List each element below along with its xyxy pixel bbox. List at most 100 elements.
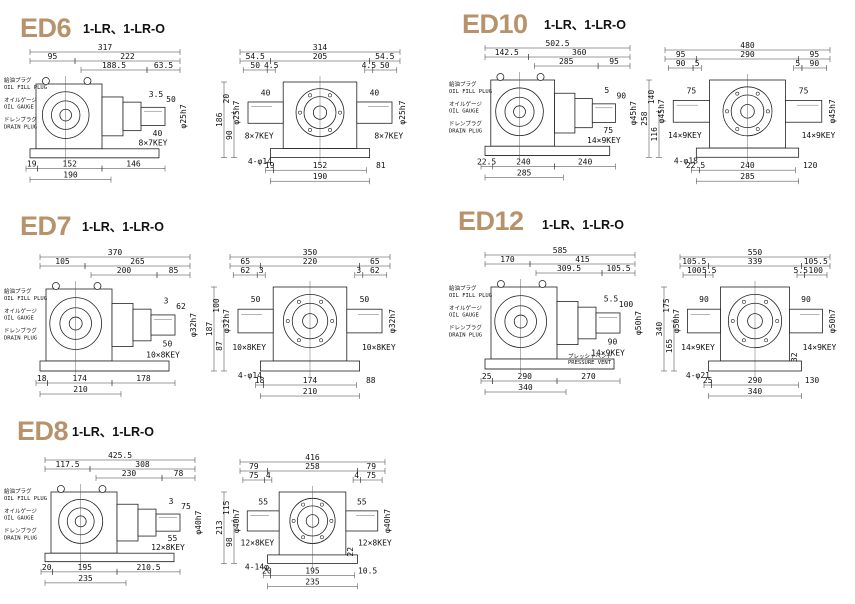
- ed10-title: ED10: [462, 9, 528, 39]
- dimension-label: 32: [790, 352, 799, 362]
- dimension-label: 10×8KEY: [146, 350, 180, 359]
- dimension-label: 174: [73, 374, 88, 383]
- dimension-label: 14×9KEY: [803, 343, 837, 352]
- dimension-label: 40: [261, 88, 271, 97]
- dimension-label: 65: [370, 257, 380, 266]
- dimension-label: 63.5: [154, 61, 173, 70]
- dimension-label: 65: [240, 257, 250, 266]
- dimension-label: 50: [166, 95, 176, 104]
- dimension-label: 4-14φ: [245, 562, 269, 571]
- dimension-label: 75: [687, 87, 697, 96]
- dimension-label: 90: [801, 295, 811, 304]
- dimension-label: 200: [117, 266, 132, 275]
- dimension-label: 130: [805, 376, 820, 385]
- dimension-label: 152: [313, 161, 328, 170]
- dimension-label: 240: [578, 157, 593, 166]
- dimension-label: 120: [803, 161, 818, 170]
- dimension-label: 14×9KEY: [591, 348, 625, 357]
- dimension-label: 22: [346, 547, 355, 557]
- dimension-label: φ45h7: [629, 101, 638, 125]
- dimension-label: 265: [130, 257, 145, 266]
- dimension-label: 340: [518, 383, 533, 392]
- dimension-label: 4-φ21: [686, 371, 710, 380]
- ed10-subtitle: 1-LR、1-LR-O: [544, 18, 626, 32]
- dimension-label: 55: [168, 534, 178, 543]
- ed7-title: ED7: [20, 211, 72, 241]
- ed6-subtitle: 1-LR、1-LR-O: [83, 22, 165, 36]
- dimension-label: 270: [581, 372, 596, 381]
- dimension-label: 95: [676, 50, 686, 59]
- dimension-label: 50: [251, 295, 261, 304]
- dimension-label: 3: [164, 296, 169, 305]
- dimension-label: 100: [687, 266, 702, 275]
- dimension-label: 240: [740, 161, 755, 170]
- dimension-label: 290: [518, 372, 533, 381]
- dimension-label: 235: [78, 574, 93, 583]
- dimension-label: 140: [647, 90, 656, 105]
- dimension-label: 10.5: [358, 566, 377, 575]
- dimension-label: 12×8KEY: [358, 538, 392, 547]
- drain-plug-label-jp: ドレンプラグ: [449, 324, 482, 332]
- dimension-label: 10×8KEY: [232, 343, 266, 352]
- oil-gauge-label-jp: オイルゲージ: [4, 307, 37, 315]
- oil-gauge-label-jp: オイルゲージ: [449, 304, 482, 312]
- dimension-label: 116: [650, 127, 659, 142]
- dimension-label: 308: [135, 460, 150, 469]
- dimension-label: 8×7KEY: [245, 132, 274, 141]
- ed6-title: ED6: [20, 13, 72, 43]
- dimension-label: 285: [517, 168, 532, 177]
- oil-gauge-label-jp: オイルゲージ: [4, 96, 37, 104]
- oil-gauge-label: OIL GAUGE: [449, 109, 479, 115]
- oil-fill-plug-label-jp: 給油プラグ: [4, 487, 32, 495]
- oil-fill-plug-label: OIL FILL PLUG: [449, 89, 492, 95]
- dimension-label: 220: [303, 257, 318, 266]
- dimension-label: 55: [357, 498, 367, 507]
- ed12-subtitle: 1-LR、1-LR-O: [542, 218, 624, 232]
- dimension-label: 5.5: [604, 294, 619, 303]
- dimension-label: 105.5: [682, 257, 706, 266]
- drain-plug-label: DRAIN PLUG: [449, 128, 482, 134]
- dimension-label: 480: [740, 41, 755, 50]
- dimension-label: 3: [169, 497, 174, 506]
- dimension-label: 87: [215, 341, 224, 351]
- dimension-label: φ25h7: [398, 100, 407, 124]
- ed7-subtitle: 1-LR、1-LR-O: [82, 220, 164, 234]
- dimension-label: φ40h7: [232, 509, 241, 533]
- oil-fill-plug-label-jp: 給油プラグ: [449, 284, 477, 292]
- dimension-label: 210: [303, 387, 318, 396]
- dimension-label: 3: [356, 266, 361, 275]
- dimension-label: 309.5: [557, 264, 581, 273]
- dimension-label: 230: [122, 469, 137, 478]
- dimension-label: 188.5: [102, 61, 126, 70]
- dimension-label: 165: [665, 339, 674, 354]
- drain-plug-label: DRAIN PLUG: [4, 335, 37, 341]
- dimension-label: 195: [305, 566, 320, 575]
- dimension-label: 90: [608, 338, 618, 347]
- oil-gauge-label: OIL GAUGE: [4, 516, 34, 522]
- dimension-label: 14×9KEY: [587, 136, 621, 145]
- dimension-label: 19: [27, 160, 37, 169]
- dimension-label: φ32h7: [388, 309, 397, 333]
- dimension-label: 190: [63, 171, 78, 180]
- drain-plug-label: DRAIN PLUG: [4, 124, 37, 130]
- dimension-label: 12×8KEY: [151, 543, 185, 552]
- dimension-label: 4: [354, 471, 359, 480]
- dimension-label: 8×7KEY: [139, 139, 168, 148]
- dimension-label: 285: [559, 57, 574, 66]
- oil-fill-plug-label: OIL FILL PLUG: [4, 296, 47, 302]
- dimension-label: 40: [370, 88, 380, 97]
- dimension-label: 20: [262, 566, 272, 575]
- oil-fill-plug-label-jp: 給油プラグ: [4, 76, 32, 84]
- dimension-label: 18: [37, 374, 47, 383]
- dimension-label: 18: [255, 376, 265, 385]
- dimension-label: 79: [366, 462, 376, 471]
- dimension-label: 178: [136, 374, 151, 383]
- dimension-label: 186: [215, 112, 224, 127]
- dimension-label: 4.5: [362, 61, 377, 70]
- drain-plug-label-jp: ドレンプラグ: [449, 120, 482, 128]
- oil-gauge-label: OIL GAUGE: [449, 313, 479, 319]
